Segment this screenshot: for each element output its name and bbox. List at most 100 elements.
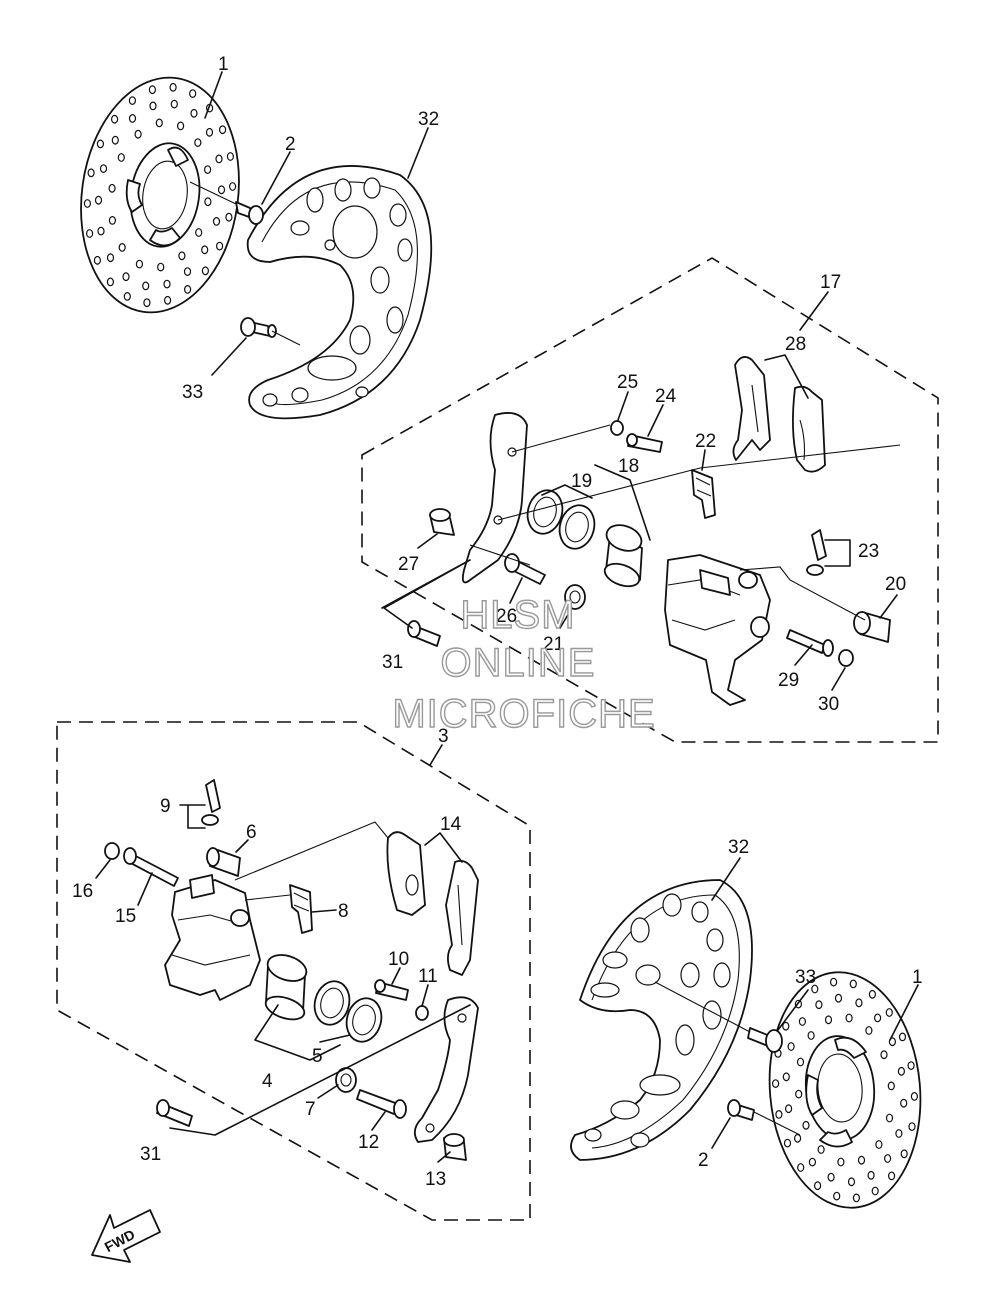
leader-16 (95, 859, 111, 879)
callout-29: 29 (778, 670, 799, 691)
leader-12 (371, 1111, 386, 1131)
leader-10 (391, 967, 401, 985)
disc-drill-hole (194, 138, 202, 148)
disc-drill-hole (857, 1155, 866, 1165)
disc-drill-hole (134, 129, 142, 139)
watermark-line-3: MICROFICHE (392, 692, 655, 736)
disc-drill-hole (834, 993, 843, 1003)
leader-6 (235, 839, 249, 853)
disc-drill-hole (885, 1113, 894, 1123)
disc-drill-hole (793, 1133, 802, 1143)
callout-11: 11 (418, 966, 438, 987)
leader-28 (764, 354, 809, 399)
watermark: HLSM ONLINE MICROFICHE (392, 592, 656, 736)
callout-10: 10 (388, 949, 409, 970)
disc-drill-hole (229, 182, 237, 191)
bushing-6 (206, 847, 241, 877)
disc-drill-hole (802, 1120, 810, 1130)
disc-drill-hole (157, 262, 165, 272)
disc-drill-hole (898, 1032, 907, 1042)
disc-drill-hole (143, 298, 151, 308)
leader-7 (317, 1084, 339, 1099)
disc-drill-hole (183, 267, 192, 277)
disc-drill-hole (155, 118, 163, 128)
disc-drill-hole (123, 292, 131, 301)
leader-27 (417, 533, 438, 549)
disc-drill-hole (178, 251, 186, 261)
callout-12: 12 (358, 1132, 379, 1153)
callout-5: 5 (312, 1046, 323, 1067)
disc-cover-bottom (570, 879, 753, 1161)
caliper-bracket-3 (413, 996, 479, 1143)
callout-22: 22 (695, 431, 716, 452)
leader-3 (429, 744, 443, 766)
brake-disc-top (80, 76, 240, 314)
disc-drill-hole (787, 1042, 795, 1051)
leader-21 (559, 607, 573, 629)
disc-drill-hole (225, 212, 233, 222)
disc-drill-hole (798, 1017, 807, 1026)
callout-7: 7 (305, 1099, 316, 1120)
plug-25 (610, 420, 624, 436)
pin-20 (853, 611, 891, 643)
leader-9 (179, 804, 206, 829)
callout-6: 6 (246, 822, 257, 843)
callout-32-bottom: 32 (728, 837, 749, 858)
disc-drill-hole (122, 272, 130, 282)
disc-drill-hole (108, 215, 117, 225)
assembly-axis-top (469, 424, 901, 621)
leader-32-top (407, 127, 429, 179)
callout-13: 13 (425, 1169, 446, 1190)
disc-drill-hole (900, 1098, 908, 1108)
callout-17: 17 (820, 272, 841, 293)
disc-drill-hole (887, 1081, 895, 1091)
callout-31-top: 31 (382, 652, 403, 673)
disc-drill-hole (855, 998, 863, 1008)
callout-31-bottom: 31 (140, 1144, 161, 1165)
bolt-12 (356, 1089, 407, 1119)
leader-5 (319, 1034, 351, 1043)
brake-pad-28a (732, 356, 771, 461)
disc-drill-hole (201, 245, 209, 255)
callout-2-top: 2 (285, 134, 296, 155)
piston-seal-5 (313, 980, 383, 1043)
leader-20 (879, 594, 898, 619)
callout-1-top: 1 (218, 54, 229, 75)
disc-drill-hole (910, 1091, 919, 1101)
disc-drill-hole (815, 1000, 823, 1010)
leader-1-top (204, 71, 223, 119)
disc-drill-hole (797, 1163, 805, 1172)
leader-2-bottom (711, 1117, 731, 1149)
disc-drill-hole (782, 1021, 790, 1031)
disc-drill-hole (783, 1138, 792, 1148)
disc-drill-hole (94, 195, 103, 205)
callout-23: 23 (858, 541, 879, 562)
leader-29 (794, 644, 813, 666)
pin-10 (374, 979, 409, 1001)
sleeve-13 (443, 1133, 467, 1161)
disc-drill-hole (215, 154, 223, 164)
disc-drill-hole (875, 1140, 883, 1149)
disc-drill-hole (795, 1089, 803, 1099)
bolt-axis-bottom (654, 981, 801, 1136)
disc-drill-hole (817, 1145, 825, 1154)
disc-drill-hole (99, 164, 108, 174)
callout-26: 26 (496, 606, 517, 627)
leader-13 (437, 1151, 451, 1163)
bolt-31b (156, 1099, 193, 1127)
disc-drill-hole (871, 1186, 879, 1196)
disc-drill-hole (204, 197, 212, 207)
disc-drill-hole (217, 185, 226, 195)
cover-bolt-bottom (747, 1027, 783, 1053)
disc-drill-hole (900, 1149, 908, 1159)
disc-drill-hole (847, 1177, 856, 1187)
disc-drill-hole (216, 241, 224, 251)
leader-24 (647, 404, 664, 437)
callout-25: 25 (617, 372, 638, 393)
callout-30: 30 (818, 694, 839, 715)
disc-drill-hole (135, 259, 143, 269)
disc-drill-hole (111, 135, 119, 145)
disc-drill-hole (883, 1154, 892, 1163)
